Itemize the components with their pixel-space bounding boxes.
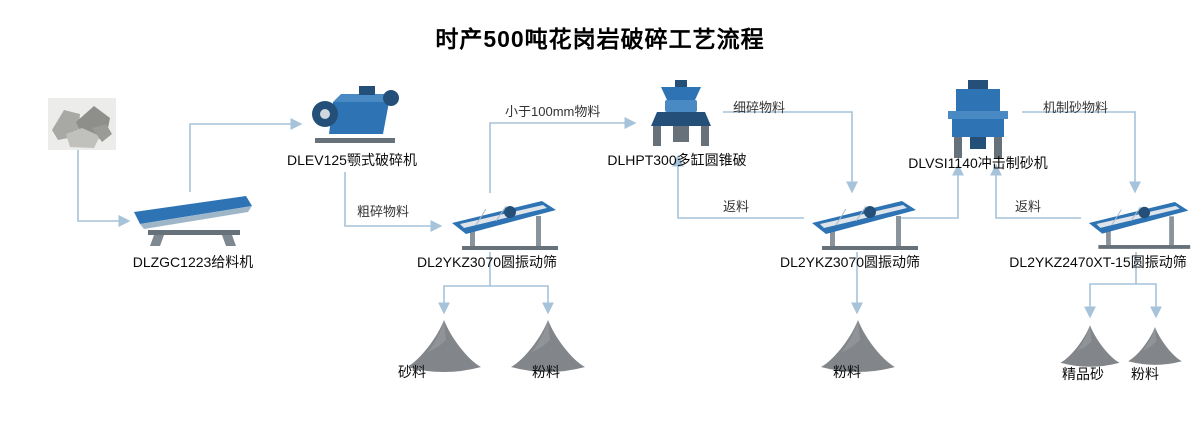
pile5-label: 粉料 <box>1131 366 1159 382</box>
screen2-label: DL2YKZ3070圆振动筛 <box>779 254 921 270</box>
feeder-label: DLZGC1223给料机 <box>132 254 254 270</box>
feeder-image <box>130 190 255 248</box>
flow-label-return-to-cone: 返料 <box>723 199 750 214</box>
flow-label-under-100mm: 小于100mm物料 <box>505 104 601 119</box>
jaw-crusher-label: DLEV125颚式破碎机 <box>287 152 417 168</box>
screen3-label: DL2YKZ2470XT-15圆振动筛 <box>1009 254 1187 270</box>
screen2-image <box>808 196 923 252</box>
pile3-label: 粉料 <box>833 364 861 380</box>
pile3-image <box>818 318 898 374</box>
flow-label-fine-material: 细碎物料 <box>733 100 786 115</box>
cone-crusher-image <box>641 80 721 152</box>
raw-material-image <box>48 98 116 150</box>
flow-label-return-to-sand-maker: 返料 <box>1015 199 1042 214</box>
cone-crusher-label: DLHPT300多缸圆锥破 <box>607 152 747 168</box>
sand-maker-label: DLVSI1140冲击制砂机 <box>908 155 1048 171</box>
pile1-image <box>404 318 484 374</box>
pile2-image <box>508 318 588 374</box>
pile2-label: 粉料 <box>532 364 560 380</box>
page-title: 时产500吨花岗岩破碎工艺流程 <box>435 26 765 52</box>
screen3-image <box>1085 196 1195 252</box>
pile5-image <box>1126 322 1184 370</box>
sand-maker-image <box>936 80 1020 160</box>
screen1-label: DL2YKZ3070圆振动筛 <box>416 254 558 270</box>
pile4-label: 精品砂 <box>1062 366 1104 382</box>
pile4-image <box>1058 322 1122 370</box>
screen1-image <box>448 196 563 252</box>
jaw-crusher-image <box>305 82 405 152</box>
pile1-label: 砂料 <box>398 364 426 380</box>
flow-label-machine-sand: 机制砂物料 <box>1043 100 1109 115</box>
flow-label-coarse-material: 粗碎物料 <box>357 204 410 219</box>
